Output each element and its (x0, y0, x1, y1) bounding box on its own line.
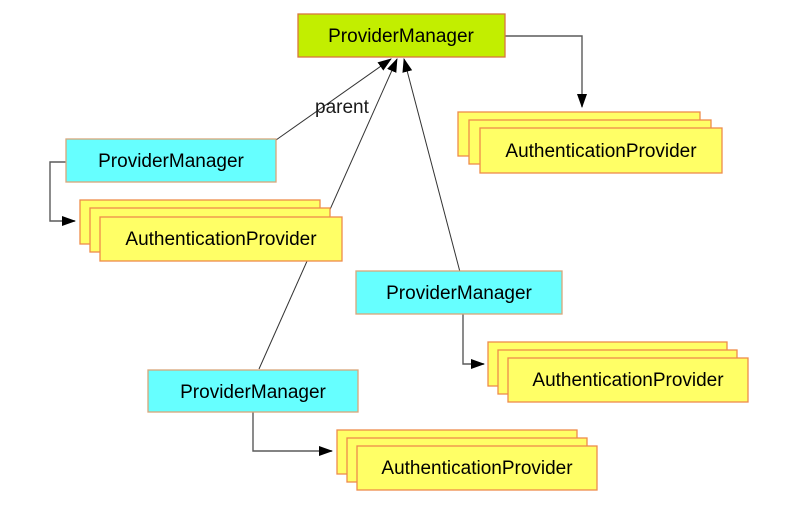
edge-bottom-manager-to-providers (252, 412, 333, 456)
node-box (297, 13, 506, 58)
provider-edges (49, 35, 587, 456)
edge-left-manager-to-providers (49, 161, 76, 226)
parent-edge-label: parent (315, 97, 370, 118)
node-label: ProviderManager (180, 382, 326, 403)
provider-stack-label: AuthenticationProvider (505, 141, 697, 162)
stacked-box (479, 127, 723, 174)
node-label: ProviderManager (328, 26, 474, 47)
provider-stack-top-right: AuthenticationProvider (457, 111, 723, 174)
parent-edge-from-left-manager (275, 58, 392, 141)
parent-edge-from-right-manager (402, 58, 461, 273)
node-label: ProviderManager (386, 283, 532, 304)
node-right-provider-manager: ProviderManager (355, 270, 563, 315)
node-label: ProviderManager (98, 151, 244, 172)
edge-root-to-top-right-providers (505, 35, 587, 108)
provider-stack-right: AuthenticationProvider (487, 341, 749, 403)
node-box (147, 369, 359, 413)
stacked-box (507, 357, 749, 403)
node-root-provider-manager: ProviderManager (297, 13, 506, 58)
node-bottom-provider-manager: ProviderManager (147, 369, 359, 413)
provider-stack-label: AuthenticationProvider (381, 458, 573, 479)
node-box (355, 270, 563, 315)
provider-stack-bottom: AuthenticationProvider (336, 429, 598, 491)
node-box (65, 138, 277, 183)
node-left-provider-manager: ProviderManager (65, 138, 277, 183)
provider-stack-left: AuthenticationProvider (79, 199, 343, 262)
edge-right-manager-to-providers (462, 314, 485, 369)
stacked-box (356, 445, 598, 491)
provider-stack-label: AuthenticationProvider (125, 229, 317, 250)
provider-stack-label: AuthenticationProvider (532, 370, 724, 391)
stacked-box (99, 216, 343, 262)
